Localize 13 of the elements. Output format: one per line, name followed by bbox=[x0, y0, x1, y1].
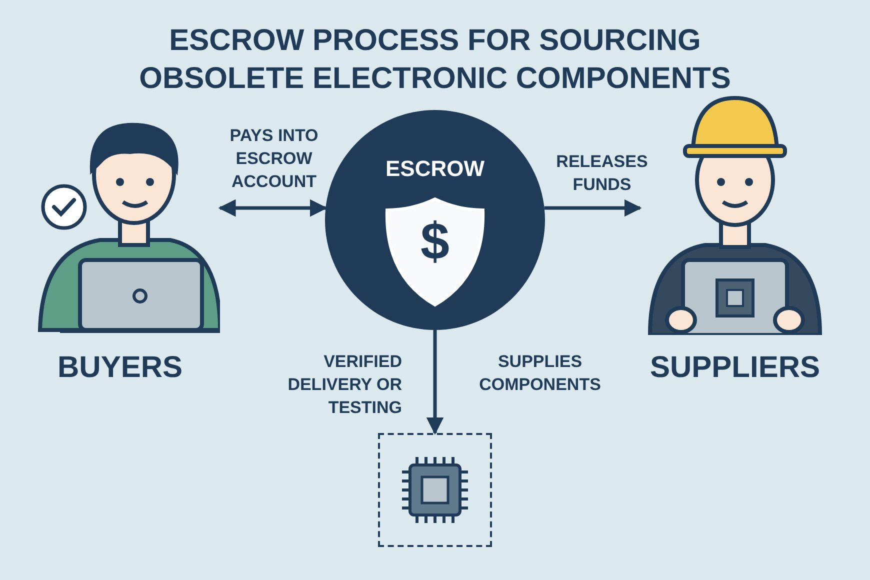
arrow bbox=[218, 199, 328, 217]
chip-placeholder-box bbox=[378, 433, 492, 547]
edge-label: VERIFIED DELIVERY OR TESTING bbox=[286, 351, 402, 419]
node-label: BUYERS bbox=[56, 350, 184, 386]
arrow bbox=[544, 199, 642, 217]
node-label: SUPPLIERS bbox=[648, 350, 822, 386]
edge-label: RELEASES FUNDS bbox=[555, 151, 649, 196]
edge-label: PAYS INTO ESCROW ACCOUNT bbox=[228, 125, 320, 193]
dollar-sign: $ bbox=[420, 216, 450, 268]
title: ESCROW PROCESS FOR SOURCING OBSOLETE ELECTRONIC COMPONENTS bbox=[138, 23, 732, 97]
node-label: ESCROW bbox=[384, 155, 486, 183]
step-label: SUPPLIES COMPONENTS bbox=[478, 351, 602, 396]
arrow bbox=[426, 330, 444, 435]
